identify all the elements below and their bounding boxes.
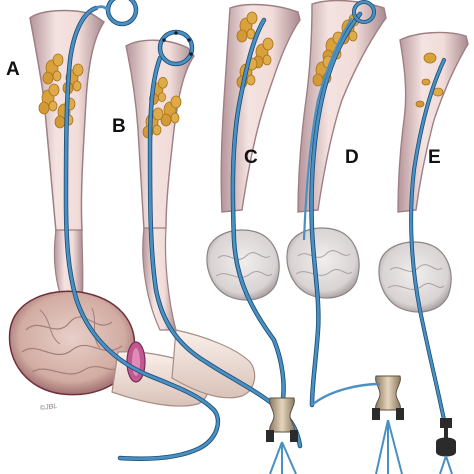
bladder-c (206, 229, 280, 301)
pigtail-coil-b (157, 29, 195, 67)
ureter-b (142, 227, 177, 331)
panel-label-c: C (244, 147, 258, 168)
panel-c (206, 3, 301, 474)
panel-a (8, 0, 221, 461)
panel-label-d: D (345, 147, 359, 168)
kidney-pelvis-d (297, 0, 387, 213)
stent-e (409, 58, 446, 422)
stent-d (302, 11, 363, 408)
panel-label-a: A (6, 59, 20, 80)
pigtail-coil-d (352, 0, 376, 24)
stent-c (230, 17, 286, 408)
collar-a (126, 341, 146, 383)
bladder-a (8, 290, 136, 396)
connector-e (436, 418, 456, 474)
connector-c (266, 397, 298, 474)
panel-e (378, 31, 469, 474)
bladder-d (286, 227, 360, 299)
kidney-pelvis-c (220, 3, 301, 213)
connector-d (311, 375, 404, 474)
panel-d (286, 0, 404, 474)
pigtail-coil-a (95, 0, 139, 27)
stent-a (63, 5, 221, 461)
panel-label-e: E (428, 147, 441, 168)
kidney-pelvis-b (125, 39, 195, 231)
panel-label-b: B (112, 116, 126, 137)
renal-stones-e (415, 52, 444, 108)
